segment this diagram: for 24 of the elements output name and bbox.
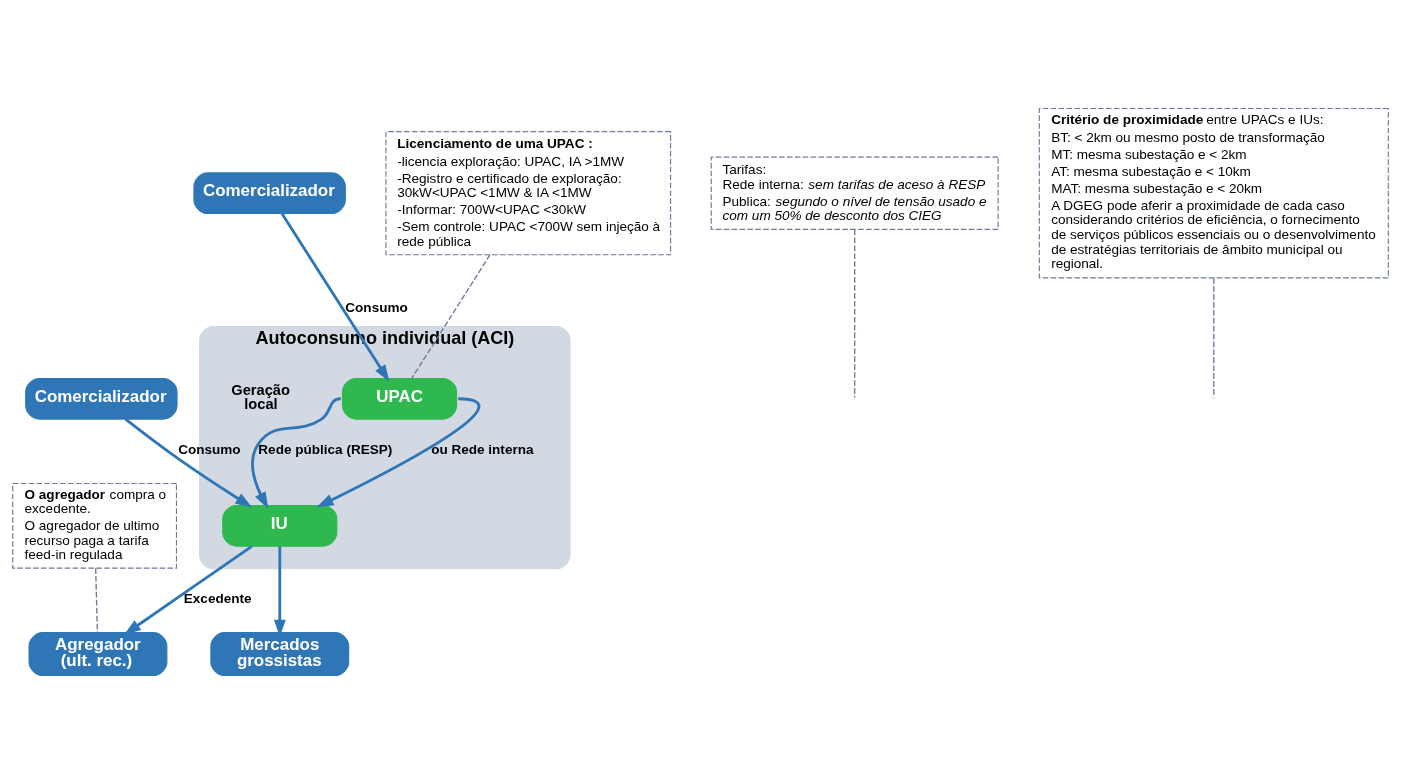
label: Geração local [231,381,290,413]
connector [411,254,491,379]
edge-label: Excedente [183,590,252,606]
node-box: Agregador (ult. rec.) [28,632,168,677]
edge-label: ou Rede interna [431,441,534,457]
node-box: Comercializador [193,172,346,215]
node-box: Critério de proximidade entre UPACs e IUs: BT: < 2km ou mesmo posto de transformação MT: mesma subestação e < 2km AT: mesma subestação e < 10km MAT: mesma subestação e < 20km A DGEG pode aferir a proximidade de cada caso considerando critérios de eficiência, o fornecimento de serviços públicos essenciais ou o desenvolvimento de estratégias territoriais de âmbito municipal ou regional. [1038,107,1389,279]
node-box: Tarifas: Rede interna: sem tarifas de aceso à RESP Publica: segundo o nível de tensão usado e com um 50% de desconto dos CIEG [710,156,999,230]
node-box: Comercializador [25,377,178,420]
edge-label: Consumo [178,441,241,457]
edge-label: Consumo [345,300,408,316]
node-box: O agregador compra o excedente. O agregador de ultimo recurso paga a tarifa feed-in regulada [12,482,177,569]
arrow [280,213,390,382]
arrow [124,545,253,635]
connector [95,567,99,634]
node-box: IU [222,504,338,547]
arrow [124,418,253,508]
node-box: UPAC [341,377,458,420]
node-box: Mercados grossistas [210,632,350,677]
arrow [251,397,341,510]
node-box: Licenciamento de uma UPAC : -licencia exploração: UPAC, IA >1MW -Registro e certificado de exploração: 30kW<UPAC <1MW & IA <1MW -Informar: 700W<UPAC <30kW -Sem controle: UPAC <700W sem injeção à rede pública [385,131,672,256]
edge-label: Rede pública (RESP) [258,441,393,457]
arrow [316,397,480,508]
connector [854,229,856,399]
